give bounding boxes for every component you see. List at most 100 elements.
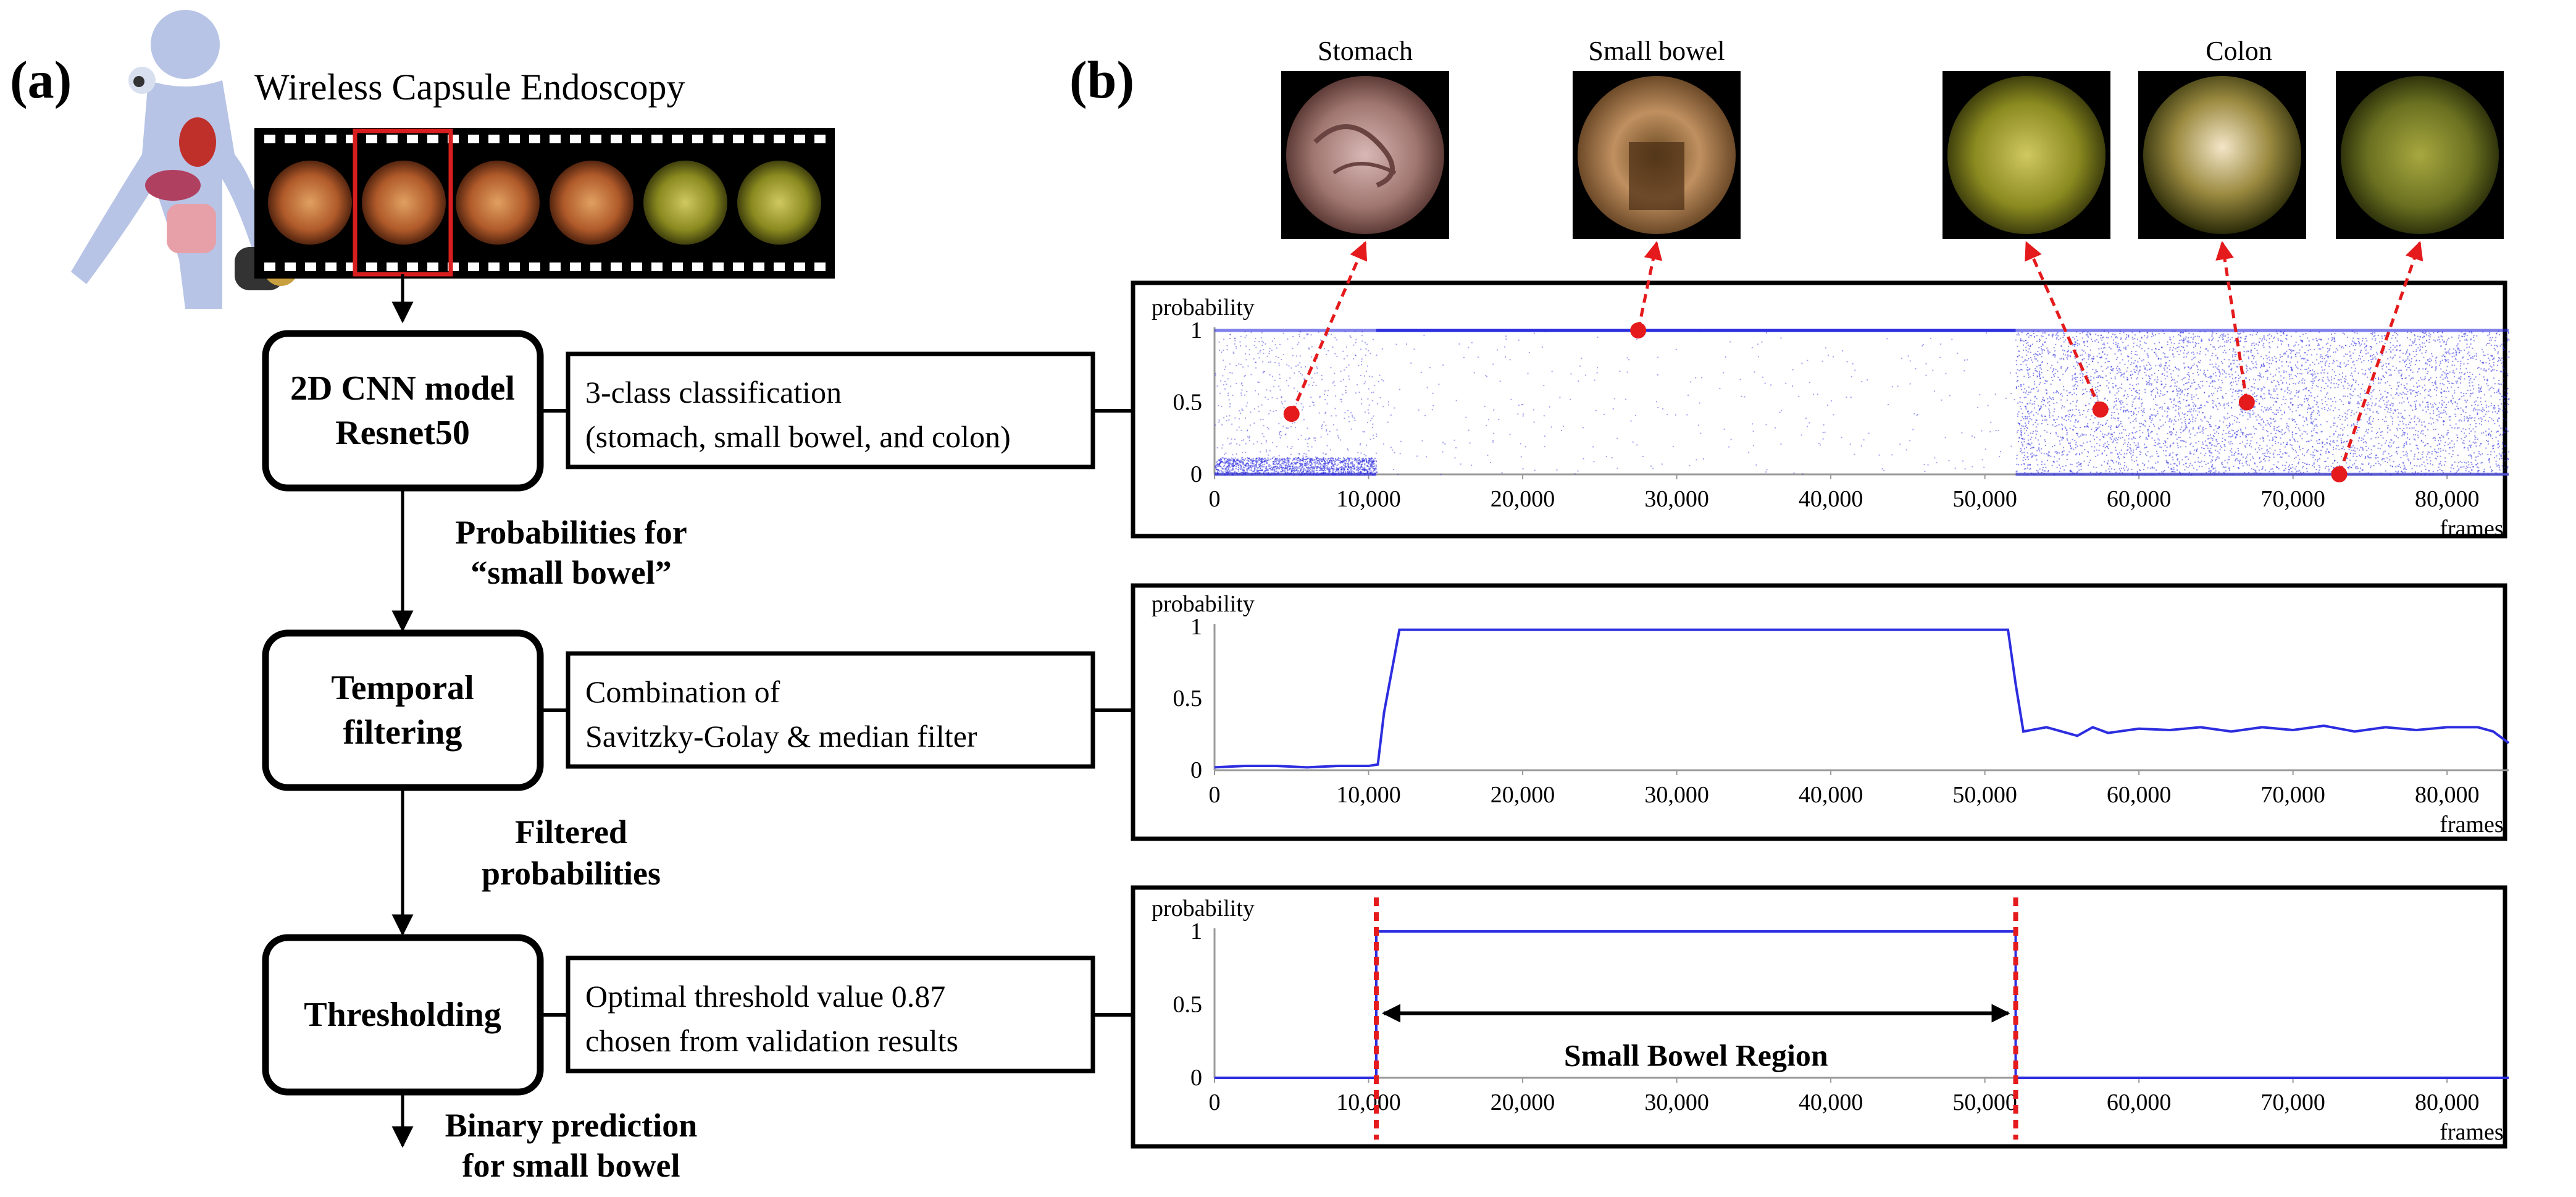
scatter-point	[1334, 461, 1336, 463]
scatter-point	[2376, 454, 2378, 456]
scatter-point	[1281, 359, 1282, 361]
scatter-point	[1303, 379, 1305, 380]
scatter-point	[2376, 411, 2378, 413]
scatter-point	[2470, 444, 2472, 446]
scatter-point	[2241, 384, 2243, 385]
scatter-point	[1360, 374, 1361, 376]
scatter-point	[2386, 461, 2388, 463]
scatter-point	[2419, 403, 2421, 405]
scatter-point	[1368, 457, 1370, 459]
scatter-point	[2146, 364, 2147, 366]
scatter-point	[2116, 372, 2118, 374]
scatter-point	[2284, 352, 2286, 354]
scatter-point	[2330, 440, 2331, 442]
scatter-point	[2478, 423, 2480, 425]
scatter-point	[2200, 419, 2202, 421]
scatter-point	[1255, 472, 1257, 474]
scatter-point	[2229, 422, 2231, 424]
scatter-point	[2202, 429, 2204, 431]
scatter-point	[2101, 347, 2102, 349]
scatter-point	[1337, 435, 1339, 437]
scatter-point	[2493, 348, 2495, 350]
scatter-point	[2192, 372, 2194, 374]
scatter-point	[2056, 402, 2058, 404]
scatter-point	[1263, 466, 1265, 468]
scatter-point	[1265, 439, 1267, 441]
scatter-point	[2164, 469, 2165, 471]
scatter-point	[1265, 451, 1267, 453]
scatter-point	[1323, 469, 1324, 471]
scatter-point	[2076, 432, 2078, 434]
scatter-point	[2432, 384, 2434, 386]
scatter-point	[2426, 372, 2428, 374]
scatter-point	[2103, 444, 2105, 446]
scatter-point	[1329, 461, 1331, 463]
scatter-point	[2218, 471, 2220, 473]
scatter-point	[1248, 467, 1250, 469]
scatter-point	[1359, 444, 1361, 446]
scatter-point	[1253, 422, 1255, 424]
scatter-point	[2468, 445, 2470, 447]
scatter-point	[2235, 452, 2236, 453]
scatter-point	[2193, 405, 2194, 407]
scatter-point	[1333, 380, 1335, 382]
scatter-point	[2084, 345, 2086, 346]
scatter-point	[1351, 428, 1353, 430]
capsule-frame	[456, 161, 540, 245]
scatter-point	[1362, 468, 1364, 470]
scatter-point	[2504, 405, 2506, 407]
scatter-point	[2417, 335, 2419, 337]
scatter-point	[2119, 332, 2121, 334]
scatter-point	[1802, 473, 1804, 475]
scatter-point	[2448, 432, 2449, 434]
scatter-point	[2499, 399, 2501, 401]
scatter-point	[1613, 398, 1615, 400]
scatter-point	[2118, 349, 2120, 351]
scatter-point	[1263, 461, 1265, 463]
scatter-point	[2054, 422, 2056, 424]
scatter-point	[1365, 371, 1367, 372]
scatter-point	[1332, 346, 1334, 348]
scatter-point	[1337, 459, 1339, 461]
scatter-point	[2503, 378, 2505, 380]
scatter-point	[2407, 367, 2409, 369]
scatter-point	[2268, 363, 2270, 364]
scatter-point	[1321, 424, 1323, 426]
scatter-point	[2188, 471, 2190, 473]
scatter-point	[1252, 461, 1253, 463]
scatter-point	[1362, 430, 1364, 432]
scatter-point	[1219, 460, 1221, 462]
scatter-point	[2409, 421, 2411, 423]
scatter-point	[2094, 372, 2096, 374]
scatter-point	[2218, 365, 2220, 367]
scatter-point	[1350, 467, 1352, 469]
scatter-point	[1279, 459, 1281, 461]
scatter-point	[2059, 443, 2061, 445]
scatter-point	[1249, 424, 1251, 426]
scatter-point	[1371, 471, 1373, 473]
scatter-point	[1286, 471, 1288, 473]
scatter-point	[2277, 429, 2279, 431]
scatter-point	[2315, 359, 2317, 361]
scatter-point	[2217, 432, 2219, 434]
scatter-point	[2282, 340, 2284, 342]
scatter-point	[2192, 338, 2194, 340]
scatter-point	[2309, 364, 2311, 366]
scatter-point	[1257, 353, 1259, 355]
scatter-point	[1236, 365, 1237, 367]
scatter-point	[2290, 467, 2292, 469]
scatter-point	[2241, 360, 2243, 362]
sprocket-hole	[264, 135, 275, 143]
scatter-point	[2017, 380, 2018, 382]
scatter-point	[2201, 338, 2202, 340]
scatter-point	[2262, 364, 2264, 366]
scatter-point	[2128, 438, 2130, 440]
scatter-point	[1294, 422, 1295, 424]
scatter-point	[2034, 383, 2036, 385]
scatter-point	[1830, 400, 1832, 402]
scatter-point	[2436, 339, 2438, 341]
scatter-point	[2370, 392, 2372, 393]
scatter-point	[1358, 462, 1360, 464]
scatter-point	[2235, 390, 2236, 392]
scatter-point	[2456, 470, 2458, 472]
